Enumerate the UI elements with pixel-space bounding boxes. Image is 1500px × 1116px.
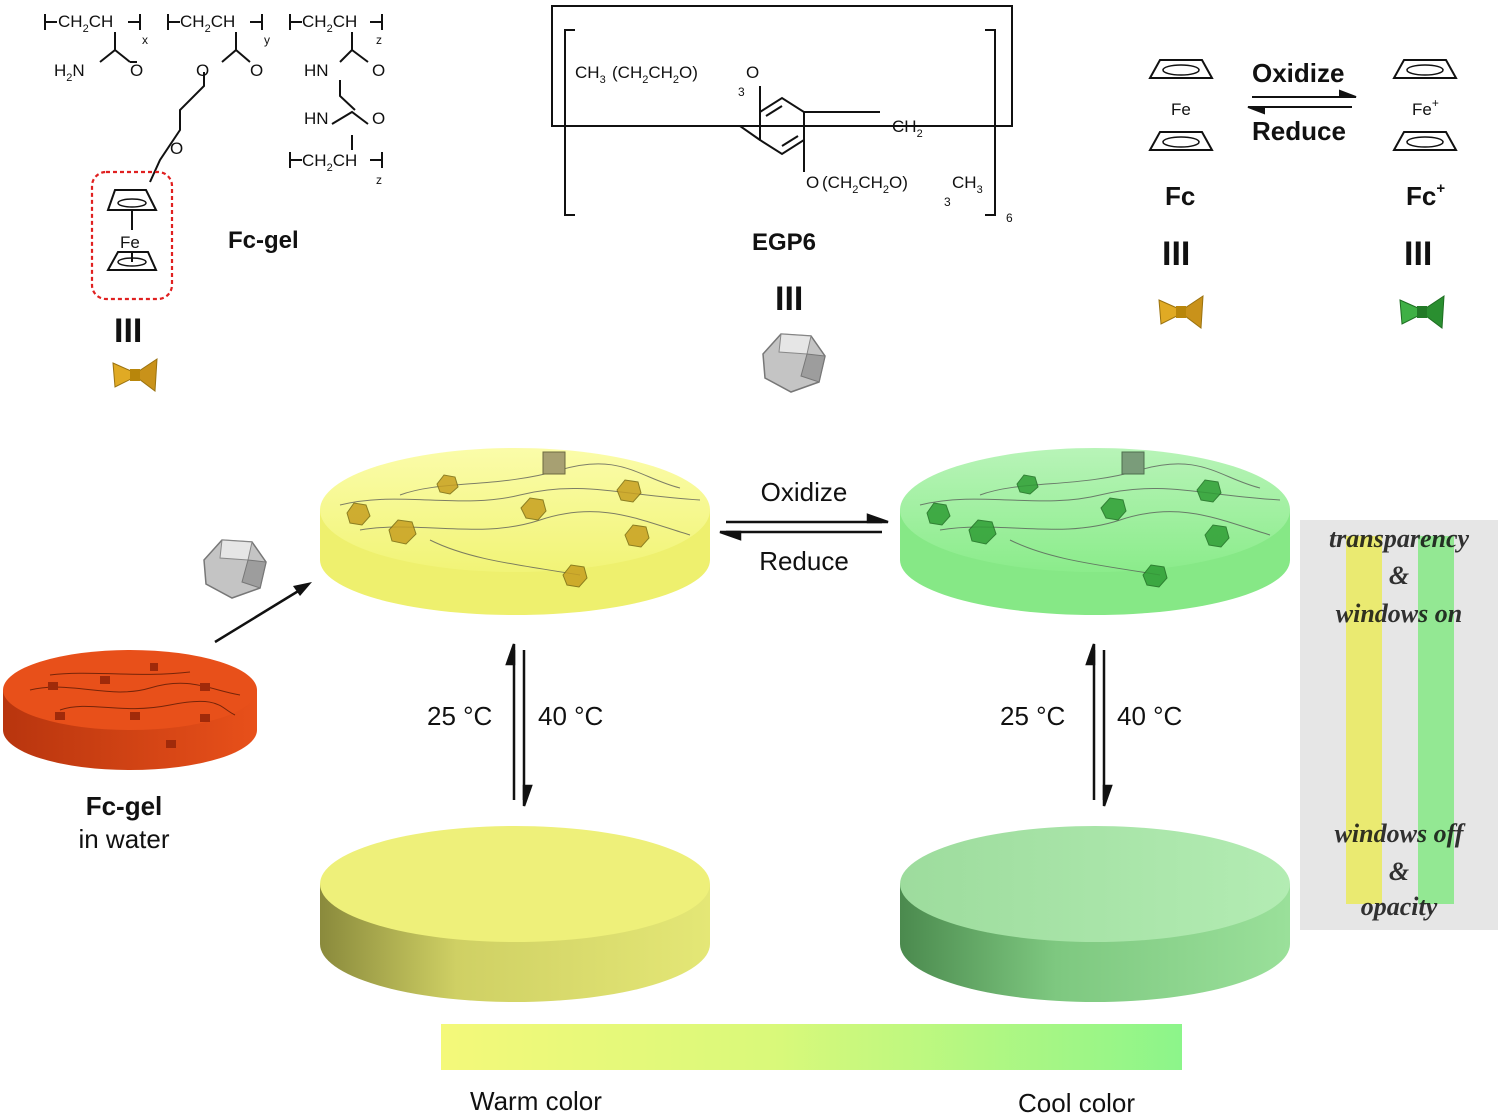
fcgel-oxygen-5: O [372, 61, 385, 80]
fcgel-unit-y: CH2CH [180, 12, 235, 35]
fcgel-unit-z: CH2CH [302, 12, 357, 35]
fcgel-repeat-z2: z [376, 173, 382, 187]
main-reduce-label: Reduce [759, 546, 849, 576]
temp-low-left: 25 °C [427, 701, 492, 731]
warm-color-label: Warm color [470, 1086, 602, 1116]
main-oxidize-label: Oxidize [761, 477, 848, 507]
fcgel-unit-z2: CH2CH [302, 151, 357, 174]
main-redox-text: Oxidize Reduce [759, 477, 849, 576]
top-reduce-label: Reduce [1252, 116, 1346, 146]
main-redox-arrows [719, 513, 889, 541]
fcgel-name: Fc-gel [228, 227, 299, 254]
fc-label: Fc [1165, 181, 1195, 211]
fcgel-equiv: III [114, 312, 142, 350]
egp6-ch3-right: CH3 [952, 173, 983, 196]
fcgel-disc-label: Fc-gel in water [78, 791, 169, 854]
inset-amp-2: & [1389, 857, 1409, 886]
green-gel-disc-bottom [900, 826, 1290, 1002]
fcgel-structure [44, 14, 383, 301]
yellow-gel-disc-bottom [320, 826, 710, 1002]
fcgel-oxygen-2: O [196, 61, 209, 80]
egp6-peg-right: (CH2CH2O) [822, 173, 908, 196]
egp6-o-left: O [746, 63, 759, 82]
yellow-gel-disc-top [320, 448, 710, 615]
inset-line-windows-off: windows off [1335, 819, 1466, 848]
temp-labels: 25 °C 40 °C 25 °C 40 °C [427, 701, 1182, 731]
temp-arrows-left [505, 643, 533, 807]
egp6-o-right: O [806, 173, 819, 192]
fc-gold-icon-1 [112, 358, 158, 392]
window-inset [1300, 520, 1498, 930]
egp6-peg-left: (CH2CH2O) [612, 63, 698, 86]
fcplus-fe: Fe+ [1412, 96, 1439, 119]
egp6-gray-icon-2 [203, 539, 267, 599]
top-redox-text: Fe Fe+ Oxidize Reduce Fc Fc+ III III [1162, 58, 1445, 273]
fcgel-oxygen-1: O [130, 61, 143, 80]
fcgel-repeat-y: y [264, 33, 270, 47]
egp6-gray-icon [762, 333, 826, 393]
in-water-label: in water [78, 824, 169, 854]
fcgel-repeat-z: z [376, 33, 382, 47]
egp6-text: CH3 (CH2CH2O) 3 O CH2 O (CH2CH2O) 3 CH3 … [575, 63, 1013, 318]
fcgel-label: Fc-gel [86, 791, 163, 821]
fcgel-oxygen-6: O [372, 109, 385, 128]
fc-gold-icon-2 [1158, 295, 1204, 329]
temp-high-right: 40 °C [1117, 701, 1182, 731]
fcplus-equiv: III [1404, 235, 1432, 273]
egp6-n3-left: 3 [738, 85, 745, 99]
fc-fe: Fe [1171, 100, 1191, 119]
fcgel-iron: Fe [120, 233, 140, 252]
cool-color-label: Cool color [1018, 1088, 1135, 1116]
warm-cool-gradient-bar [441, 1024, 1182, 1070]
inset-amp-1: & [1389, 561, 1409, 590]
fcgel-hn-2: HN [304, 109, 329, 128]
green-gel-disc-top [900, 448, 1290, 615]
fcgel-amide-h2n: H2N [54, 61, 85, 84]
egp6-n3-right: 3 [944, 195, 951, 209]
fcgel-repeat-x: x [142, 33, 148, 47]
egp6-n6: 6 [1006, 211, 1013, 225]
fcgel-text: CH2CH x CH2CH y CH2CH z H2N O O O O HN O… [54, 12, 385, 350]
ferrocenium-fcplus [1392, 59, 1458, 151]
fcgel-oxygen-3: O [250, 61, 263, 80]
egp6-structure [551, 5, 1013, 216]
fcgel-oxygen-4: O [170, 139, 183, 158]
ferrocene-fc [1148, 59, 1214, 151]
fcgel-unit-x: CH2CH [58, 12, 113, 35]
window-inset-text: transparency & windows on windows off & … [1329, 524, 1470, 921]
fcgel-orange-disc [3, 650, 257, 770]
gradient-labels: Warm color Cool color [470, 1086, 1135, 1116]
fcplus-green-icon [1399, 295, 1445, 329]
egp6-ch2: CH2 [892, 117, 923, 140]
temp-arrows-right [1085, 643, 1113, 807]
egp6-ch3-left: CH3 [575, 63, 606, 86]
fc-equiv: III [1162, 235, 1190, 273]
temp-low-right: 25 °C [1000, 701, 1065, 731]
fcgel-hn-1: HN [304, 61, 329, 80]
egp6-equiv: III [775, 280, 803, 318]
temp-high-left: 40 °C [538, 701, 603, 731]
top-redox-arrows [1247, 89, 1357, 115]
egp6-name: EGP6 [752, 229, 816, 256]
assembly-arrow [214, 582, 312, 644]
inset-line-transparency: transparency [1329, 524, 1470, 553]
fcplus-label: Fc+ [1406, 180, 1445, 211]
top-oxidize-label: Oxidize [1252, 58, 1344, 88]
inset-line-windows-on: windows on [1336, 599, 1462, 628]
inset-line-opacity: opacity [1361, 892, 1438, 921]
